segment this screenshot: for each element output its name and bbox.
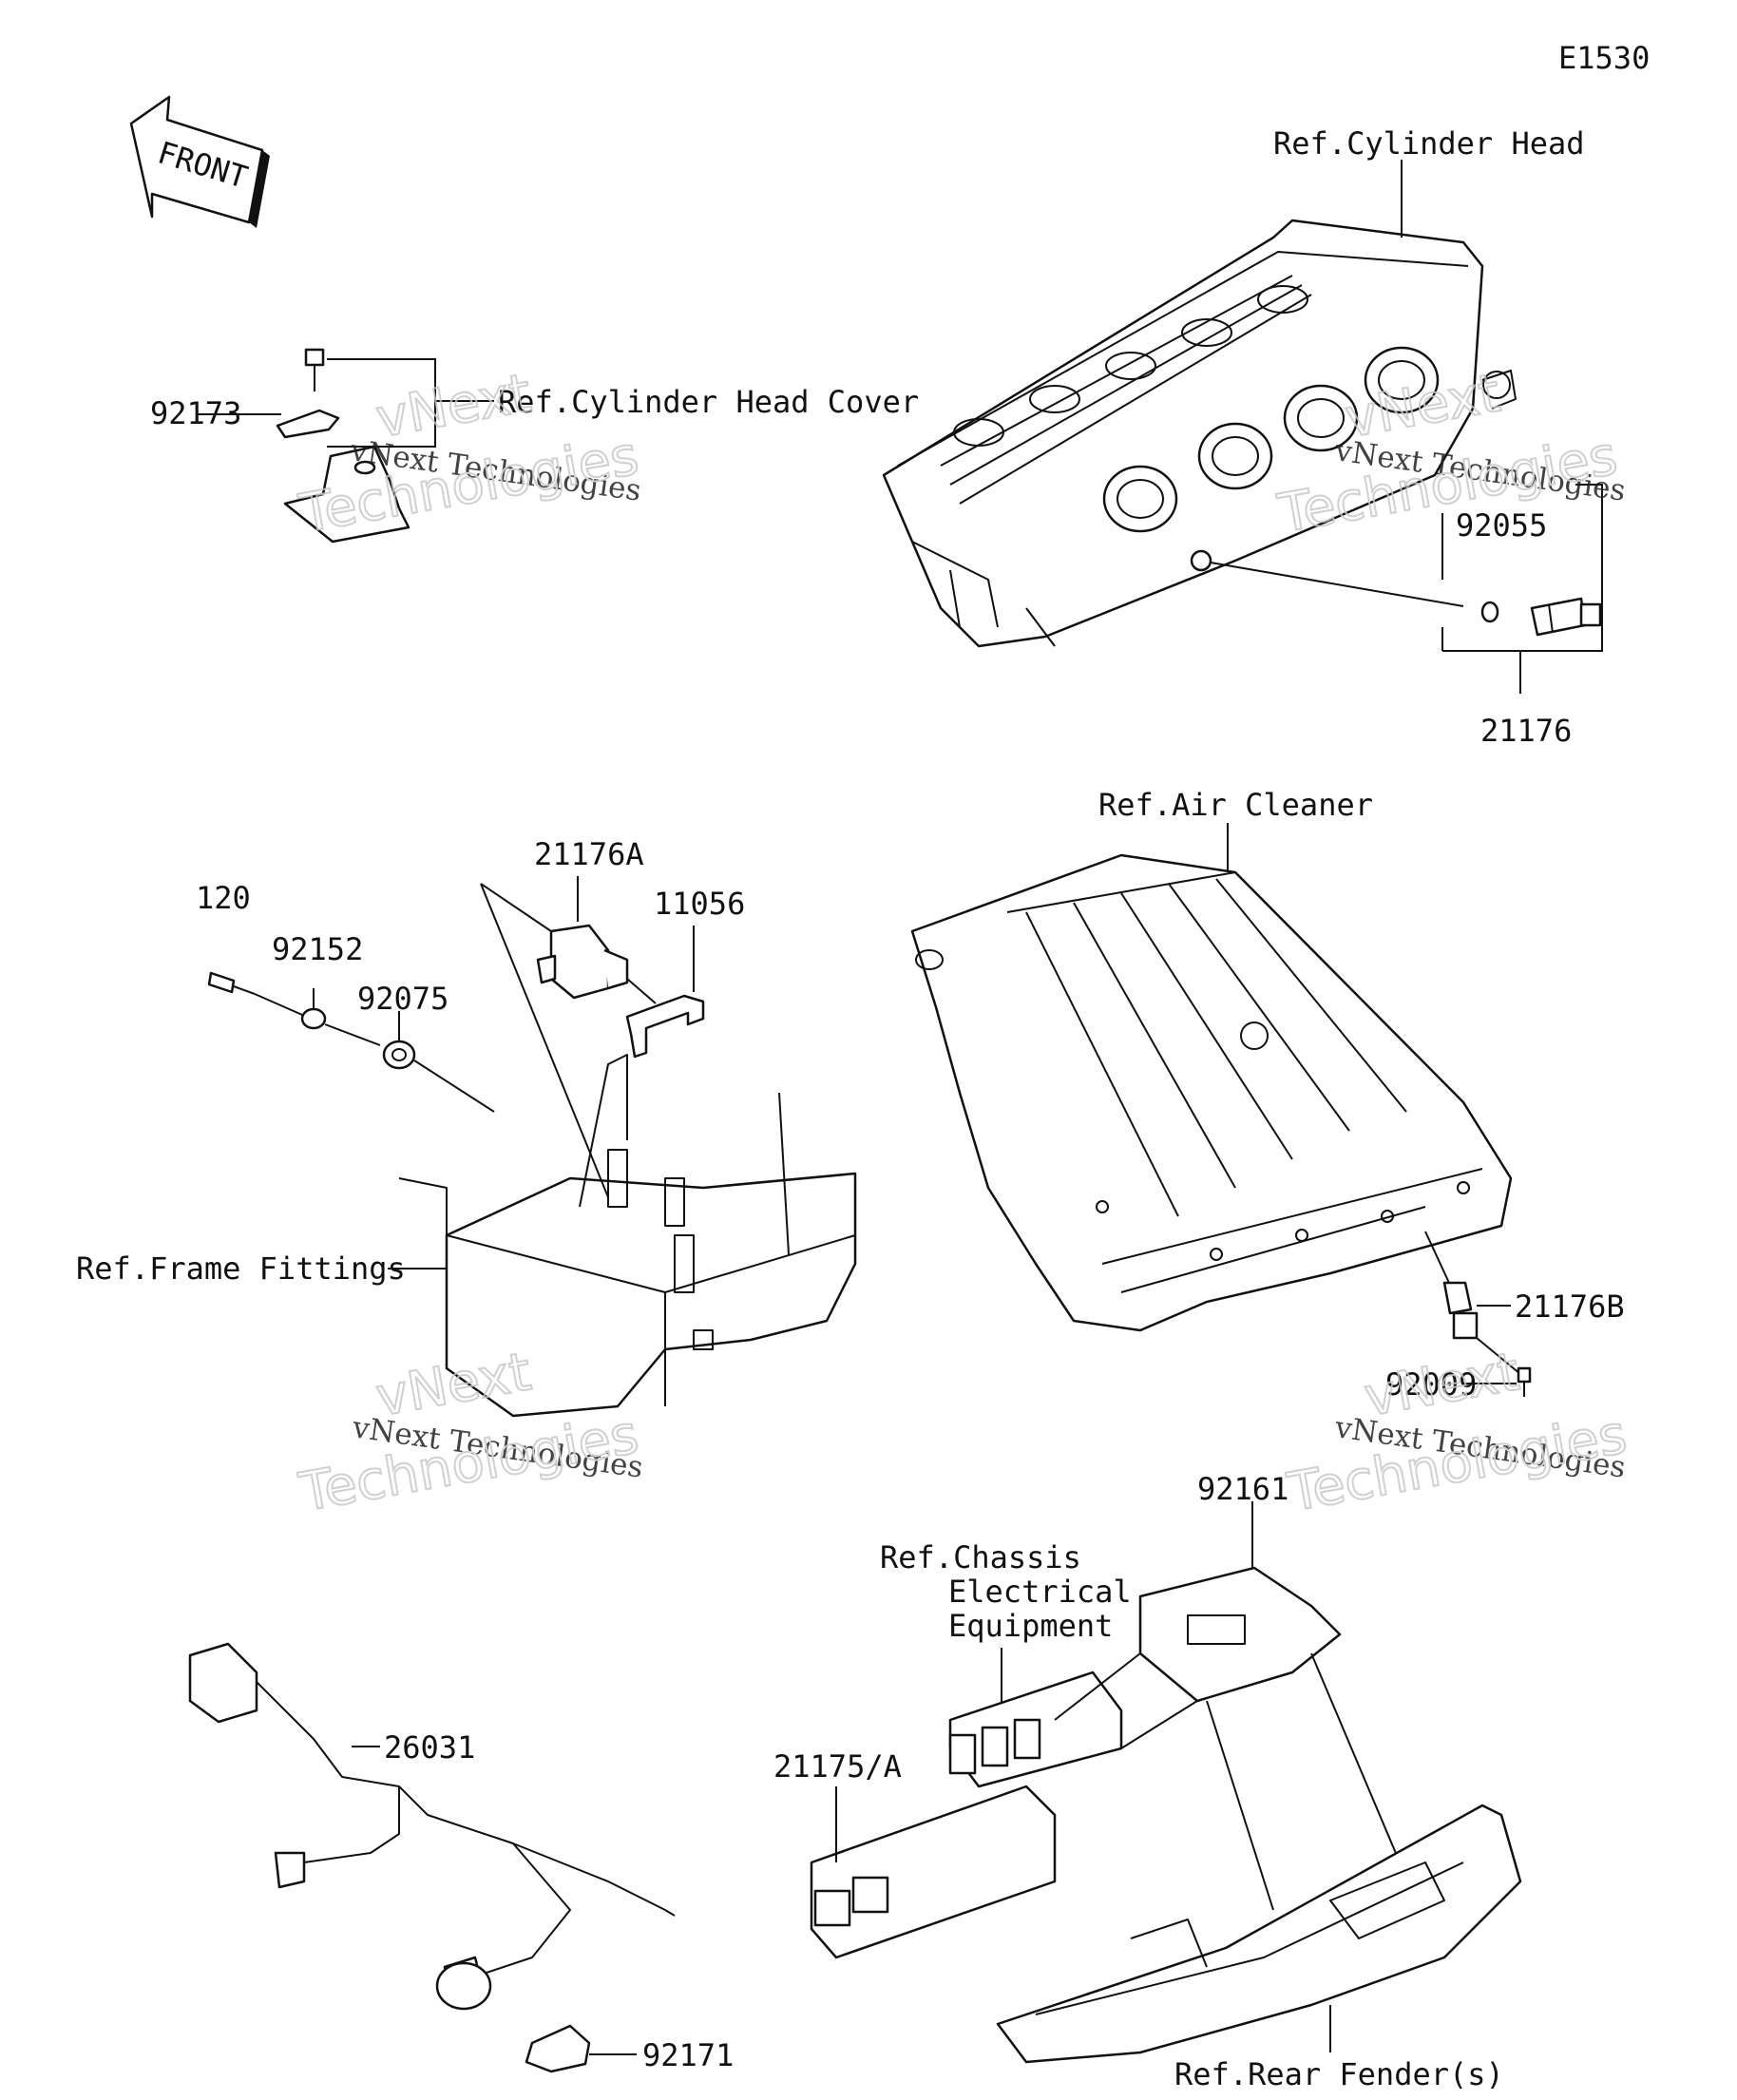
sensor-21176A: 21176A (534, 836, 644, 1000)
label-92171: 92171 (642, 2037, 734, 2073)
label-ref-chassis-line1: Ref.Chassis (880, 1539, 1081, 1575)
label-ref-cylinder-head: Ref.Cylinder Head (1273, 125, 1585, 162)
svg-text:Technologies: Technologies (295, 425, 643, 545)
bracket-line (327, 358, 436, 448)
intake-temp-sensor-group: 21176B 92009 (1385, 1231, 1625, 1403)
label-21176A: 21176A (534, 836, 644, 872)
ecu-21175A: 21175/A (773, 1748, 1057, 1959)
label-92009: 92009 (1385, 1366, 1477, 1403)
svg-text:vNext: vNext (372, 362, 535, 449)
label-120: 120 (196, 880, 251, 916)
bracket-92173 (276, 409, 340, 439)
temp-sensor-group: 92055 21176 (1441, 484, 1603, 749)
bolt-part (304, 348, 325, 391)
connector-block (948, 1670, 1123, 1788)
label-92152: 92152 (272, 931, 363, 967)
label-92055: 92055 (1456, 507, 1547, 544)
front-arrow-icon: FRONT (129, 95, 270, 228)
label-ref-chassis-line2: Electrical (948, 1574, 1132, 1610)
sensor-21176B (1442, 1281, 1479, 1340)
o-ring-92055 (1480, 601, 1499, 623)
bolt-120: 120 (196, 880, 256, 995)
diagram-id: E1530 (1558, 40, 1650, 76)
clamp-92171: 92171 (525, 2024, 734, 2073)
bracket-11056: 11056 (625, 886, 745, 1059)
label-11056: 11056 (654, 886, 745, 922)
watermark-mid-right: vNext vNext Technologies Technologies (1282, 1340, 1632, 1525)
screw-92009 (1517, 1366, 1532, 1397)
svg-text:vNext: vNext (1360, 1341, 1523, 1428)
bracket-92161: 92161 (1054, 1471, 1342, 1749)
label-ref-frame-fittings: Ref.Frame Fittings (76, 1250, 406, 1287)
rear-fender-part: Ref.Rear Fender(s) (996, 1804, 1522, 2092)
svg-text:Technologies: Technologies (295, 1403, 643, 1524)
label-92161: 92161 (1197, 1471, 1288, 1507)
label-ref-chassis-line3: Equipment (948, 1608, 1113, 1644)
label-21175A: 21175/A (773, 1748, 902, 1785)
cam-sensor-group: Ref.Cylinder Head Cover 92173 (150, 348, 919, 544)
label-ref-air-cleaner: Ref.Air Cleaner (1098, 787, 1373, 823)
grommet-92075: 92075 (357, 981, 449, 1070)
cam-lobes (953, 285, 1308, 447)
harness-26031: 26031 (188, 1642, 676, 2011)
collar-92152: 92152 (272, 931, 363, 1030)
label-26031: 26031 (384, 1729, 475, 1766)
ref-chassis-group: Ref.Chassis Electrical Equipment (880, 1539, 1132, 1788)
label-21176B: 21176B (1515, 1289, 1625, 1325)
label-ref-cylinder-head-cover: Ref.Cylinder Head Cover (498, 384, 919, 420)
intake-ports (1102, 346, 1440, 533)
air-cleaner-part: Ref.Air Cleaner (910, 787, 1513, 1332)
cylinder-head-part: Ref.Cylinder Head (882, 125, 1585, 648)
temp-sensor-21176 (1530, 597, 1602, 637)
label-92173: 92173 (150, 395, 241, 431)
frame-fittings-tray: Ref.Frame Fittings (76, 1054, 857, 1418)
svg-text:Technologies: Technologies (1283, 1403, 1632, 1524)
label-21176: 21176 (1480, 713, 1572, 749)
label-92075: 92075 (357, 981, 449, 1017)
label-ref-rear-fender: Ref.Rear Fender(s) (1174, 2056, 1504, 2092)
